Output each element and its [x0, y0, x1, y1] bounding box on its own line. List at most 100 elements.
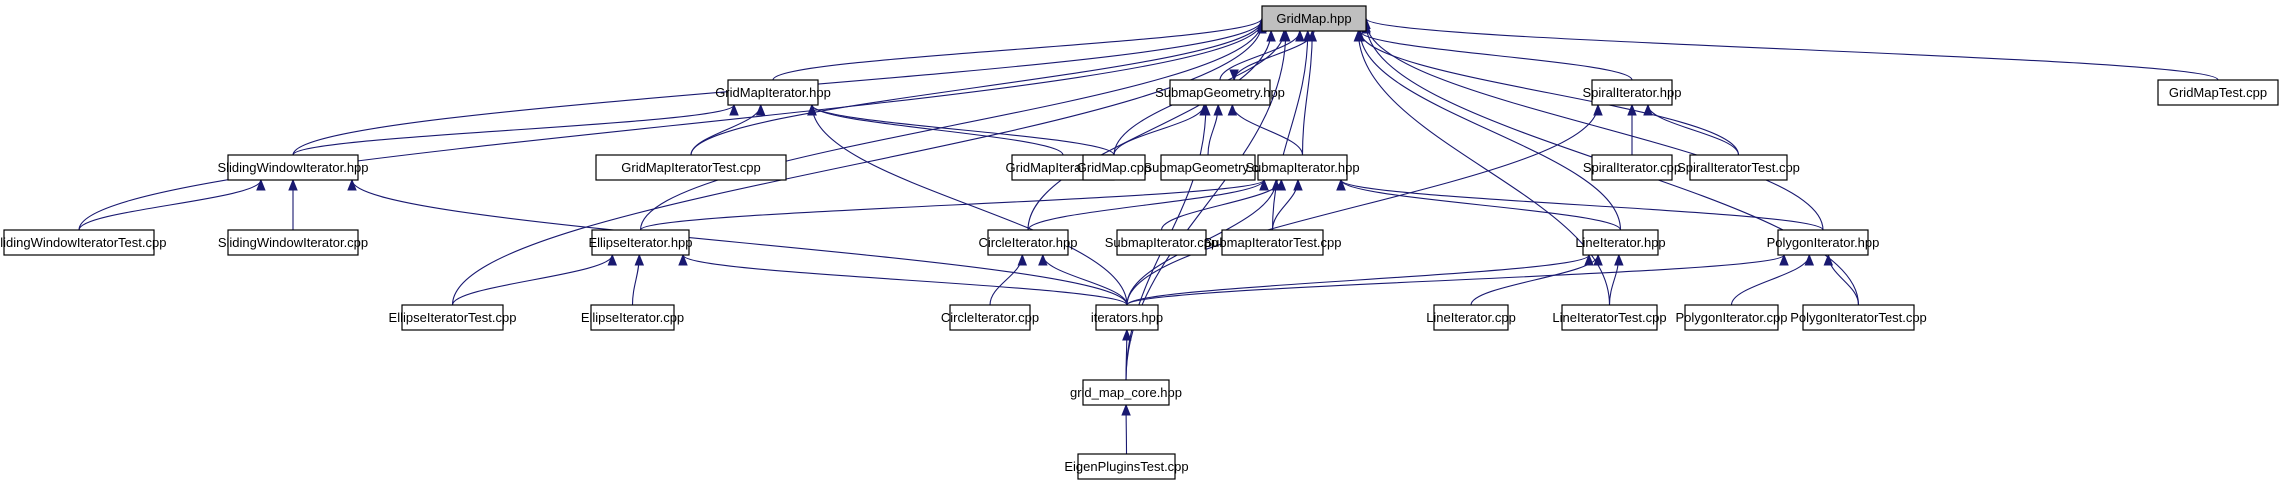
edge-circleiterator-hpp-to-submapiterator-hpp [1027, 178, 1269, 231]
node-lineiterator-hpp[interactable]: LineIterator.hpp [1575, 229, 1666, 256]
node-label: LineIterator.hpp [1575, 235, 1665, 250]
edge-iterators-hpp-to-circleiterator-hpp [1038, 253, 1128, 306]
arrowhead-icon [1038, 253, 1048, 266]
edge-lineiteratortest-cpp-to-lineiterator-hpp [1608, 253, 1624, 306]
arrowhead-icon [729, 103, 739, 116]
edge-line [1359, 30, 1633, 81]
node-ellipseiterator-cpp[interactable]: EllipseIterator.cpp [581, 304, 684, 331]
edge-line [1647, 104, 1740, 156]
edge-spiraliterator-hpp-to-gridmap-hpp [1355, 29, 1633, 81]
edge-polygoniterator-hpp-to-submapiterator-hpp [1336, 178, 1824, 231]
node-box [1160, 154, 1256, 181]
edge-line [1126, 104, 1599, 306]
node-box [1777, 229, 1869, 256]
node-submapiterator-hpp[interactable]: SubmapIterator.hpp [1245, 154, 1360, 181]
edge-submapgeometry-cpp-to-submapgeometry-hpp [1207, 103, 1223, 156]
arrowhead-icon [1303, 29, 1313, 42]
node-box [949, 304, 1031, 331]
arrowhead-icon [347, 178, 357, 191]
node-gridmapiterator-hpp[interactable]: GridMapIterator.hpp [715, 79, 831, 106]
node-lineiterator-cpp[interactable]: LineIterator.cpp [1426, 304, 1516, 331]
node-box [591, 229, 690, 256]
arrowhead-icon [1122, 328, 1132, 341]
node-gridmapiteratortest-cpp[interactable]: GridMapIteratorTest.cpp [595, 154, 787, 181]
edge-iterators-hpp-to-gridmapiterator-hpp [807, 103, 1128, 306]
node-polygoniterator-hpp[interactable]: PolygonIterator.hpp [1767, 229, 1880, 256]
edge-ellipseiteratortest-cpp-to-ellipseiterator-hpp [451, 253, 618, 306]
node-spiraliterator-hpp[interactable]: SpiralIterator.hpp [1582, 79, 1682, 106]
edge-iterators-hpp-to-ellipseiterator-hpp [678, 253, 1128, 306]
node-label: iterators.hpp [1091, 310, 1163, 325]
node-grid-map-core-hpp[interactable]: grid_map_core.hpp [1070, 379, 1182, 406]
edge-line [1470, 254, 1599, 306]
edge-line [682, 254, 1128, 306]
edge-line [690, 104, 762, 156]
node-spiraliterator-cpp[interactable]: SpiralIterator.cpp [1583, 154, 1681, 181]
edge-line [1126, 254, 1785, 306]
edge-iterators-hpp-to-spiraliterator-hpp [1126, 103, 1603, 306]
node-polygoniteratortest-cpp[interactable]: PolygonIteratorTest.cpp [1790, 304, 1927, 331]
arrowhead-icon [1017, 253, 1028, 266]
arrowhead-icon [1201, 103, 1211, 116]
arrowhead-icon [1627, 103, 1637, 116]
node-label: SubmapGeometry.cpp [1143, 160, 1272, 175]
node-gridmap-hpp[interactable]: GridMap.hpp [1261, 5, 1367, 32]
edge-line [1027, 179, 1265, 231]
node-slidingwindowiterator-cpp[interactable]: SlidingWindowIterator.cpp [218, 229, 368, 256]
edge-line [1113, 104, 1205, 156]
node-polygoniterator-cpp[interactable]: PolygonIterator.cpp [1675, 304, 1788, 331]
arrowhead-icon [1295, 29, 1305, 42]
node-slidingwindowiteratortest-cpp[interactable]: SlidingWindowIteratorTest.cpp [0, 229, 166, 256]
node-label: SubmapIterator.hpp [1245, 160, 1359, 175]
node-box [1802, 304, 1915, 331]
edge-line [1359, 30, 1622, 231]
arrowhead-icon [288, 178, 298, 191]
edge-line [451, 254, 613, 306]
node-box [2157, 79, 2279, 106]
edge-line [811, 104, 1115, 156]
edge-slidingwindowiterator-hpp-to-gridmapiterator-hpp [292, 103, 739, 156]
arrowhead-icon [1779, 253, 1789, 266]
arrowhead-icon [1336, 178, 1346, 191]
edge-line [1340, 179, 1824, 231]
node-spiraliteratortest-cpp[interactable]: SpiralIteratorTest.cpp [1677, 154, 1800, 181]
node-gridmaptest-cpp[interactable]: GridMapTest.cpp [2157, 79, 2279, 106]
node-label: SubmapIteratorTest.cpp [1203, 235, 1341, 250]
node-eigenpluginstest-cpp[interactable]: EigenPluginsTest.cpp [1064, 453, 1189, 480]
node-box [1221, 229, 1324, 256]
edge-ellipseiterator-hpp-to-submapiterator-hpp [639, 178, 1269, 231]
edge-line [1359, 30, 1740, 156]
node-lineiteratortest-cpp[interactable]: LineIteratorTest.cpp [1552, 304, 1667, 331]
edge-line [772, 18, 1263, 81]
node-box [3, 229, 155, 256]
node-circleiterator-hpp[interactable]: CircleIterator.hpp [979, 229, 1078, 256]
edge-line [989, 254, 1023, 306]
edge-line [1027, 30, 1272, 231]
edge-line [1126, 254, 1590, 306]
node-ellipseiterator-hpp[interactable]: EllipseIterator.hpp [588, 229, 693, 256]
edge-circleiterator-cpp-to-circleiterator-hpp [989, 253, 1028, 306]
arrowhead-icon [1266, 29, 1276, 42]
node-submapiterator-cpp[interactable]: SubmapIterator.cpp [1105, 229, 1218, 256]
node-submapgeometry-cpp[interactable]: SubmapGeometry.cpp [1143, 154, 1273, 181]
node-iterators-hpp[interactable]: iterators.hpp [1091, 304, 1163, 331]
edge-line [292, 104, 735, 156]
node-submapiteratortest-cpp[interactable]: SubmapIteratorTest.cpp [1203, 229, 1342, 256]
node-ellipseiteratortest-cpp[interactable]: EllipseIteratorTest.cpp [389, 304, 517, 331]
node-label: LineIterator.cpp [1426, 310, 1516, 325]
node-label: SubmapGeometry.hpp [1155, 85, 1285, 100]
edge-polygoniterator-cpp-to-polygoniterator-hpp [1730, 253, 1815, 306]
arrowhead-icon [1593, 253, 1603, 266]
node-slidingwindowiterator-hpp[interactable]: SlidingWindowIterator.hpp [217, 154, 369, 181]
node-label: GridMapTest.cpp [2169, 85, 2267, 100]
arrowhead-icon [1271, 178, 1281, 191]
node-gridmap-cpp[interactable]: GridMap.cpp [1077, 154, 1151, 181]
node-box [1261, 5, 1367, 32]
node-circleiterator-cpp[interactable]: CircleIterator.cpp [941, 304, 1039, 331]
edge-submapgeometry-hpp-to-gridmap-hpp [1219, 29, 1305, 81]
node-submapgeometry-hpp[interactable]: SubmapGeometry.hpp [1155, 79, 1285, 106]
node-box [595, 154, 787, 181]
edge-line [1827, 254, 1860, 306]
node-label: GridMapIteratorTest.cpp [621, 160, 760, 175]
node-label: GridMap.hpp [1276, 11, 1351, 26]
